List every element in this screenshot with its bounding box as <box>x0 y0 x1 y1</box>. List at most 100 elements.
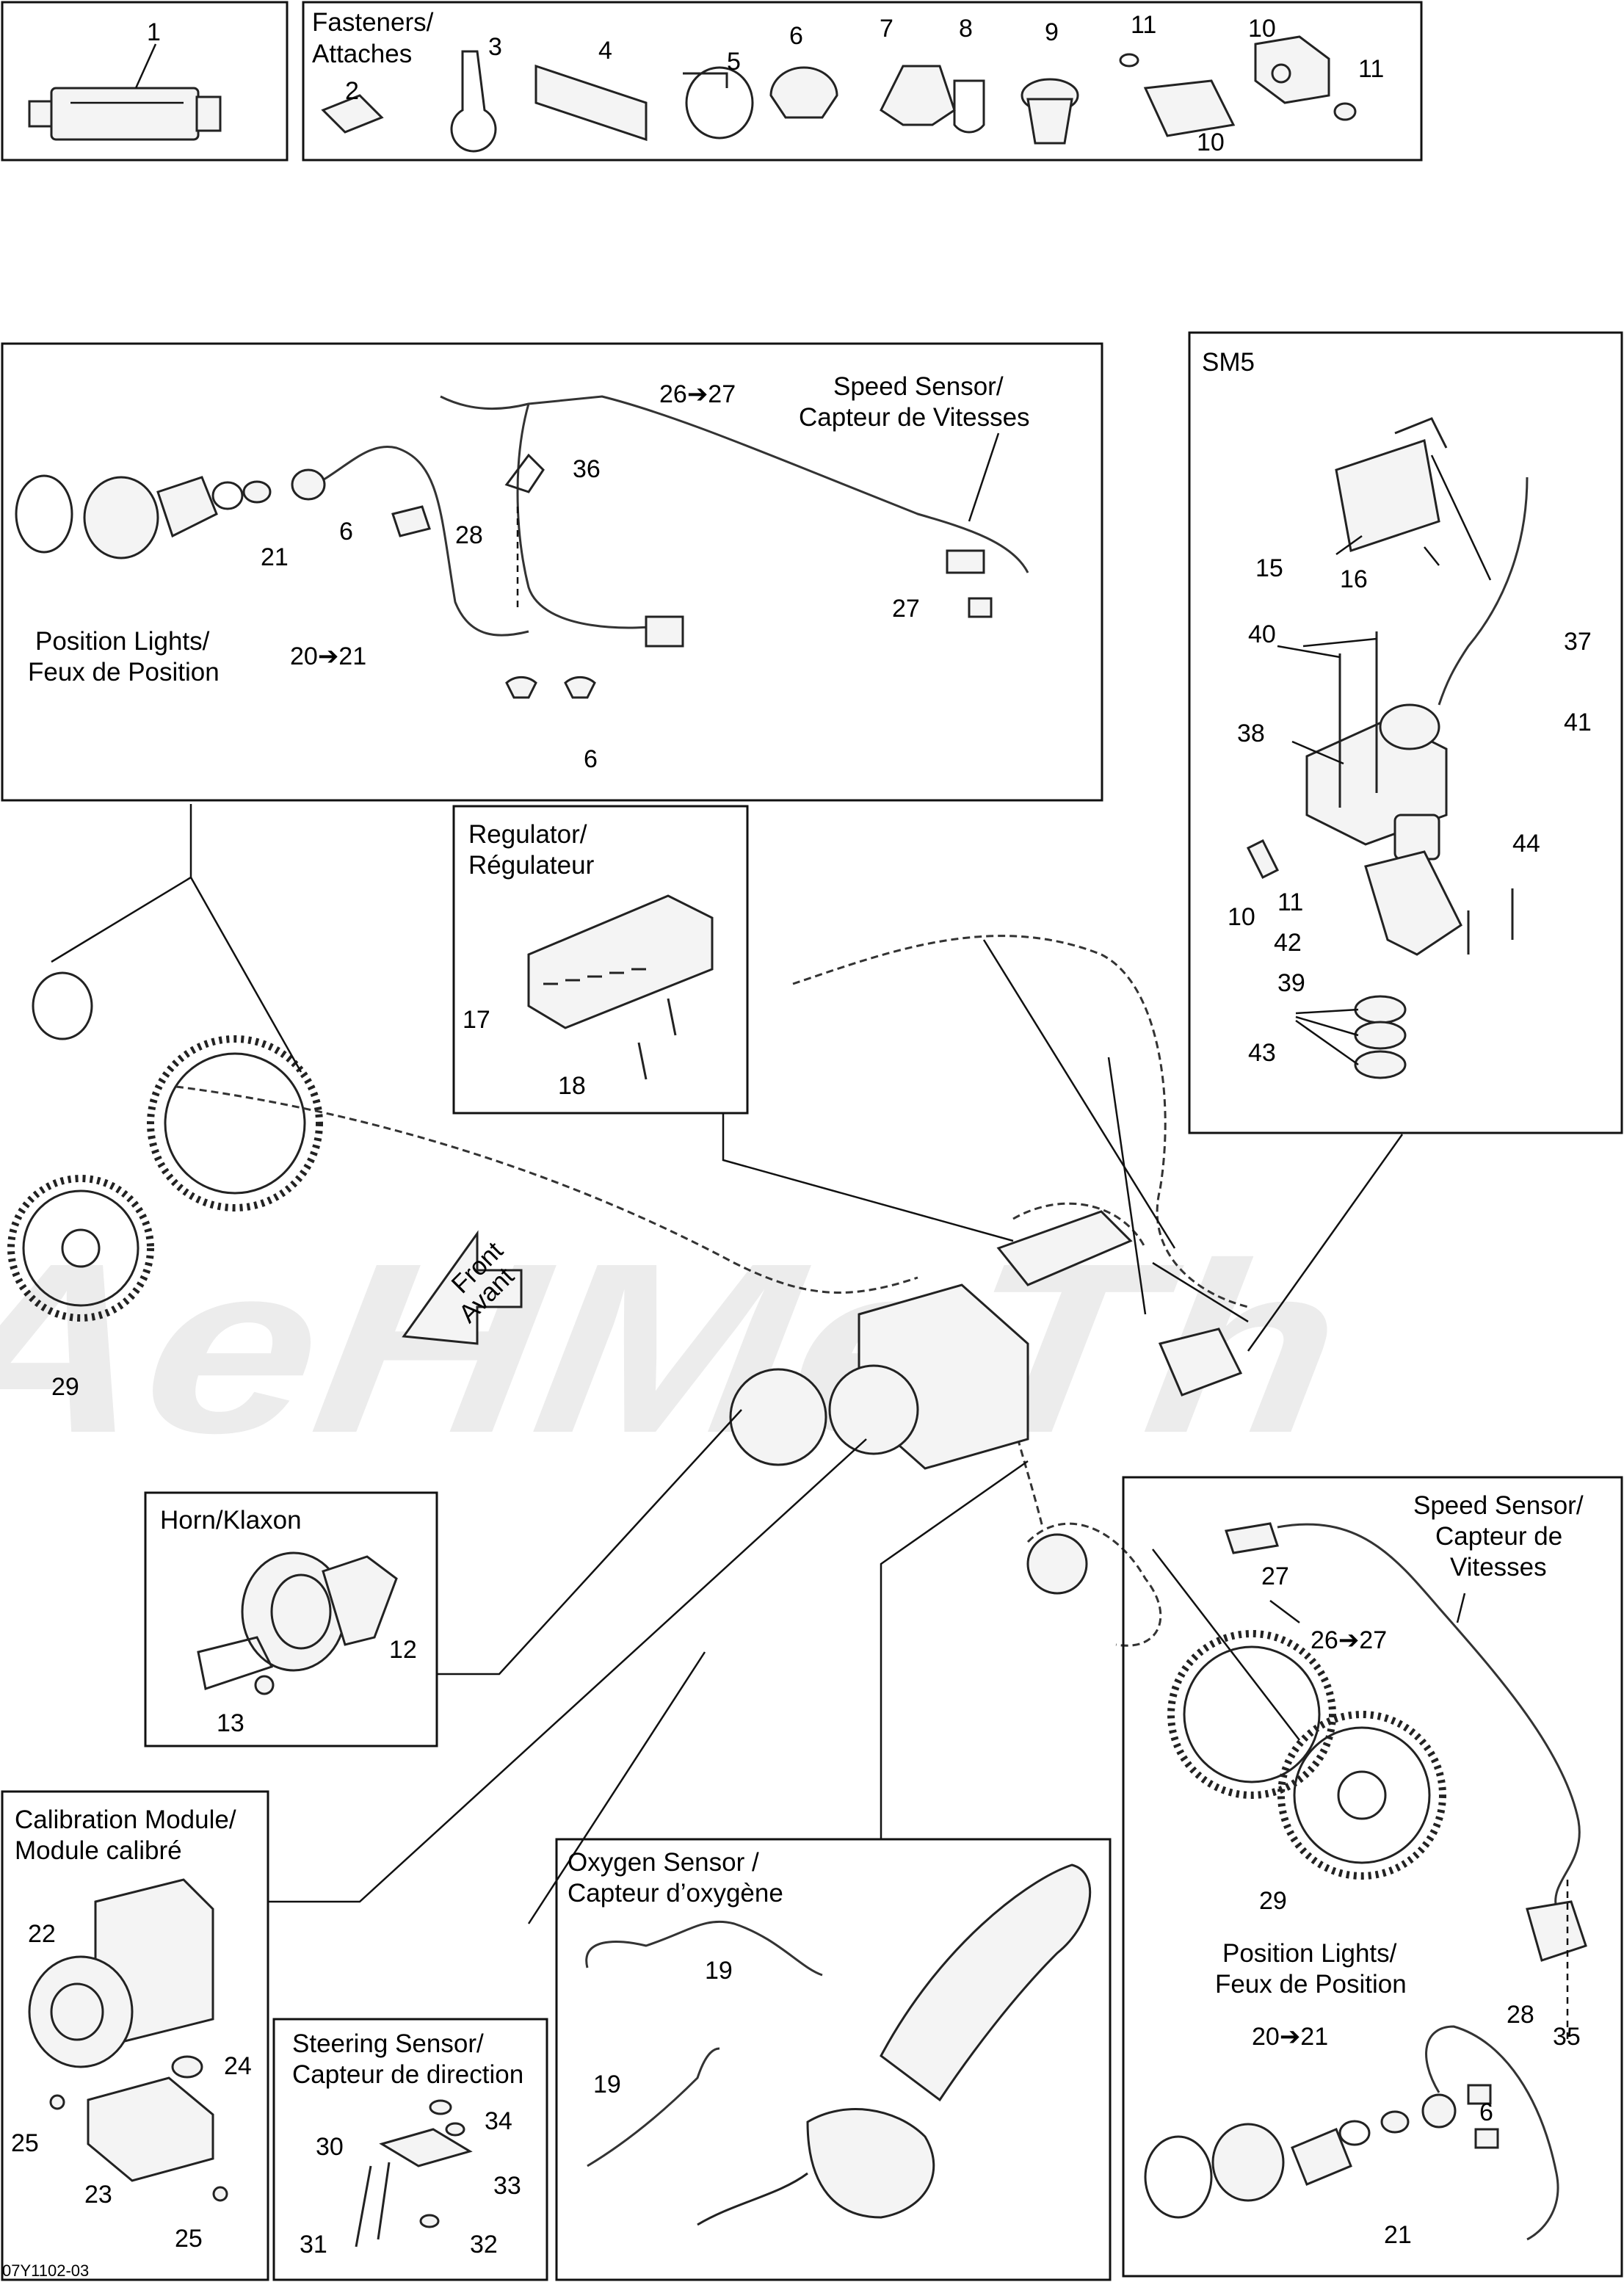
callout-t20-21: 20➔21 <box>290 642 366 670</box>
main-assembly <box>7 935 1249 1647</box>
callout-p20-21: 20➔21 <box>1252 2023 1328 2051</box>
callout-p27: 27 <box>1261 1562 1289 1590</box>
callout-s10: 10 <box>1228 903 1255 931</box>
callout-p21: 21 <box>1384 2221 1412 2249</box>
speed-sensor-top-title-2: Capteur de Vitesses <box>799 403 1030 432</box>
top-lamp-parts <box>15 453 993 699</box>
callout-r18: 18 <box>558 1072 586 1100</box>
callout-t28: 28 <box>455 521 483 549</box>
callout-k23: 23 <box>84 2181 112 2209</box>
callout-p6: 6 <box>1479 2098 1493 2126</box>
calibration-module-part <box>28 1878 228 2202</box>
sm5-box <box>1188 331 1623 1134</box>
callout-s42: 42 <box>1274 929 1302 957</box>
sm5-title: SM5 <box>1202 348 1255 377</box>
callout-p35: 35 <box>1553 2023 1581 2051</box>
oxygen-title-2: Capteur d’oxygène <box>568 1879 783 1908</box>
callout-s40: 40 <box>1248 620 1276 648</box>
callout-s15: 15 <box>1255 554 1283 582</box>
position-lights-top-title-2: Feux de Position <box>28 658 220 687</box>
callout-r17: 17 <box>463 1006 490 1034</box>
speed-sensor-right-title-1: Speed Sensor/ <box>1413 1491 1584 1520</box>
callout-2: 2 <box>345 77 359 105</box>
pointer-lines <box>51 804 1404 1924</box>
calibration-title-2: Module calibré <box>15 1836 182 1865</box>
callout-k22: 22 <box>28 1920 56 1948</box>
steering-box <box>272 2018 548 2281</box>
calibration-title-1: Calibration Module/ <box>15 1805 236 1834</box>
lead-speed-top <box>968 432 1000 522</box>
callout-g34: 34 <box>485 2107 512 2135</box>
callout-p29: 29 <box>1259 1887 1287 1915</box>
callout-t26-27: 26➔27 <box>659 380 736 408</box>
callout-o19b: 19 <box>593 2071 621 2098</box>
callout-t36: 36 <box>573 455 601 483</box>
callout-s37: 37 <box>1564 628 1592 656</box>
callout-k25a: 25 <box>11 2129 39 2157</box>
position-lights-top-title-1: Position Lights/ <box>35 627 210 656</box>
callout-t27: 27 <box>892 595 920 623</box>
regulator-box <box>452 805 749 1115</box>
callout-t6a: 6 <box>339 518 353 546</box>
steering-title-1: Steering Sensor/ <box>292 2029 484 2058</box>
regulator-title-1: Regulator/ <box>468 820 587 849</box>
speed-sensor-top-box <box>1 342 1103 802</box>
callout-9: 9 <box>1045 18 1059 46</box>
callout-10a: 10 <box>1248 15 1276 43</box>
horn-part <box>197 1551 398 1695</box>
callout-t6b: 6 <box>584 745 598 773</box>
callout-s11: 11 <box>1277 888 1303 916</box>
callout-10b: 10 <box>1197 128 1225 156</box>
callout-k25b: 25 <box>175 2225 203 2253</box>
callout-o19a: 19 <box>705 1957 733 1985</box>
callout-p28: 28 <box>1507 2001 1534 2029</box>
callout-m29: 29 <box>51 1373 79 1401</box>
callout-g30: 30 <box>316 2133 344 2161</box>
callout-11b: 11 <box>1358 55 1384 83</box>
diagram-code: 07Y1102-03 <box>2 2261 89 2280</box>
sm5-parts <box>1246 417 1529 1079</box>
callout-s44: 44 <box>1512 830 1540 858</box>
callout-s41: 41 <box>1564 709 1592 736</box>
tube-box <box>1 1 289 162</box>
callout-h12: 12 <box>389 1636 417 1664</box>
fasteners-title-1: Fasteners/ <box>312 8 434 37</box>
callout-s16: 16 <box>1340 565 1368 593</box>
callout-k24: 24 <box>224 2052 252 2080</box>
callout-s43: 43 <box>1248 1039 1276 1067</box>
oxygen-box <box>555 1838 1112 2281</box>
callout-t21: 21 <box>261 543 289 571</box>
right-speed-parts <box>1144 1522 1587 2241</box>
callout-p26-27: 26➔27 <box>1311 1626 1387 1654</box>
callout-5: 5 <box>727 48 741 76</box>
top-harness <box>308 395 1029 637</box>
speed-sensor-right-title-3: Vitesses <box>1450 1553 1547 1582</box>
fasteners-box <box>302 1 1423 162</box>
callout-s38: 38 <box>1237 720 1265 747</box>
speed-sensor-right-box <box>1122 1476 1623 2278</box>
callout-s39: 39 <box>1277 969 1305 997</box>
calibration-box <box>1 1790 269 2281</box>
horn-title: Horn/Klaxon <box>160 1506 302 1535</box>
oxygen-title-1: Oxygen Sensor / <box>568 1848 759 1877</box>
oxygen-sensor-parts <box>585 1863 1092 2226</box>
horn-box <box>144 1491 438 1747</box>
steering-title-2: Capteur de direction <box>292 2060 523 2089</box>
callout-4: 4 <box>598 37 612 65</box>
callout-8: 8 <box>959 15 973 43</box>
position-lights-right-title-2: Feux de Position <box>1215 1970 1407 1999</box>
speed-sensor-right-title-2: Capteur de <box>1435 1522 1562 1551</box>
speed-sensor-top-title-1: Speed Sensor/ <box>833 372 1004 401</box>
regulator-part <box>527 894 714 1080</box>
callout-6: 6 <box>789 22 803 50</box>
watermark: AeHMeTh <box>0 1213 1357 1483</box>
position-lights-right-title-1: Position Lights/ <box>1222 1939 1397 1968</box>
callout-g31: 31 <box>300 2231 327 2259</box>
callout-3: 3 <box>488 33 502 61</box>
regulator-title-2: Régulateur <box>468 851 595 880</box>
fasteners-title-2: Attaches <box>312 40 412 68</box>
callout-g33: 33 <box>493 2172 521 2200</box>
callout-11a: 11 <box>1131 11 1156 39</box>
part-1-tube <box>28 87 222 141</box>
